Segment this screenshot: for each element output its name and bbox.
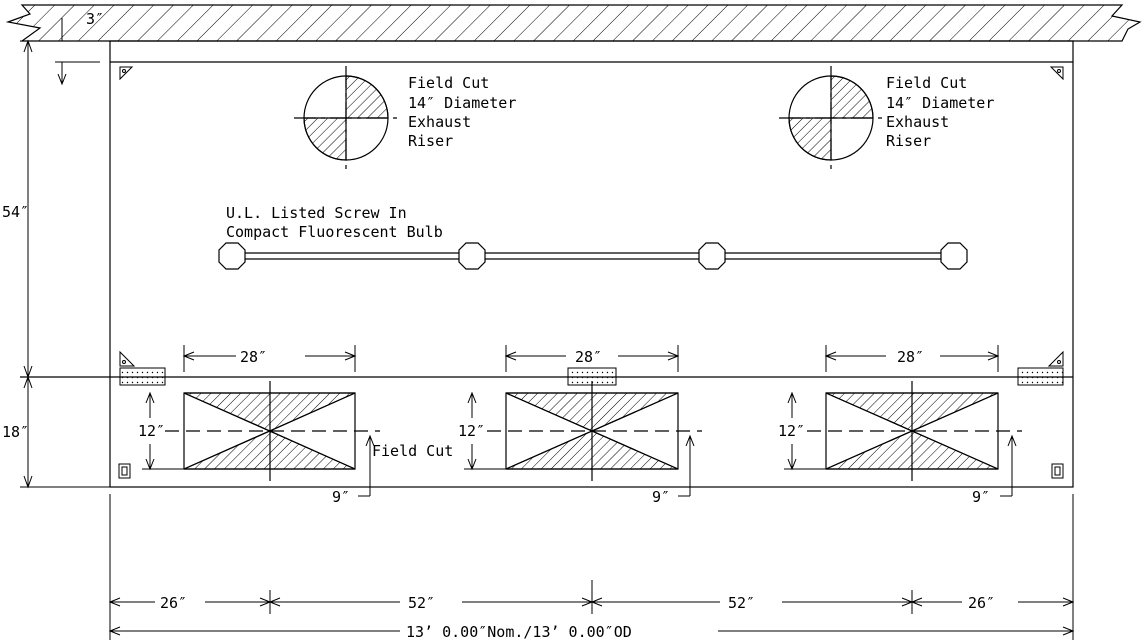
riser-right-note: Field Cut 14″ Diameter Exhaust Riser [886,74,1003,150]
lower-height-label: 18″ [2,423,29,441]
light-fixtures [119,367,1064,386]
top-gap-dimension [55,18,100,86]
filter-offset-right: 9″ [972,488,990,506]
filter-width-dims [182,345,1000,372]
height-dimensions [20,39,110,489]
filter-height-dims [142,391,826,471]
end-clips [118,463,1064,479]
spacing-2: 52″ [408,594,435,612]
filter-middle [487,381,702,481]
filter-height-right: 12″ [778,422,805,440]
filter-width-right: 28″ [897,348,924,366]
filter-right [807,381,1022,481]
exhaust-riser-right [779,66,883,170]
field-cut-label: Field Cut [372,442,453,460]
spacing-4: 26″ [968,594,995,612]
riser-left-note: Field Cut 14″ Diameter Exhaust Riser [408,74,525,150]
filter-height-left: 12″ [138,422,165,440]
filter-offset-middle: 9″ [652,488,670,506]
top-gap-label: 3″ [86,10,104,28]
spacing-1: 26″ [160,594,187,612]
overall-length: 13’ 0.00″Nom./13’ 0.00″OD [406,623,632,641]
filter-height-middle: 12″ [458,422,485,440]
spacing-dims [108,494,1075,640]
filter-width-middle: 28″ [575,348,602,366]
filter-offset-left: 9″ [332,488,350,506]
corner-brackets [119,66,1064,367]
filter-width-left: 28″ [240,348,267,366]
upper-height-label: 54″ [2,203,29,221]
filter-offset-dims [358,434,1017,497]
filter-left [165,381,380,481]
light-bar [218,242,968,270]
hood-outline [20,40,1074,488]
exhaust-riser-left [294,66,398,170]
ceiling-wall [5,4,1142,42]
spacing-3: 52″ [728,594,755,612]
bulb-note: U.L. Listed Screw In Compact Fluorescent… [226,204,443,241]
